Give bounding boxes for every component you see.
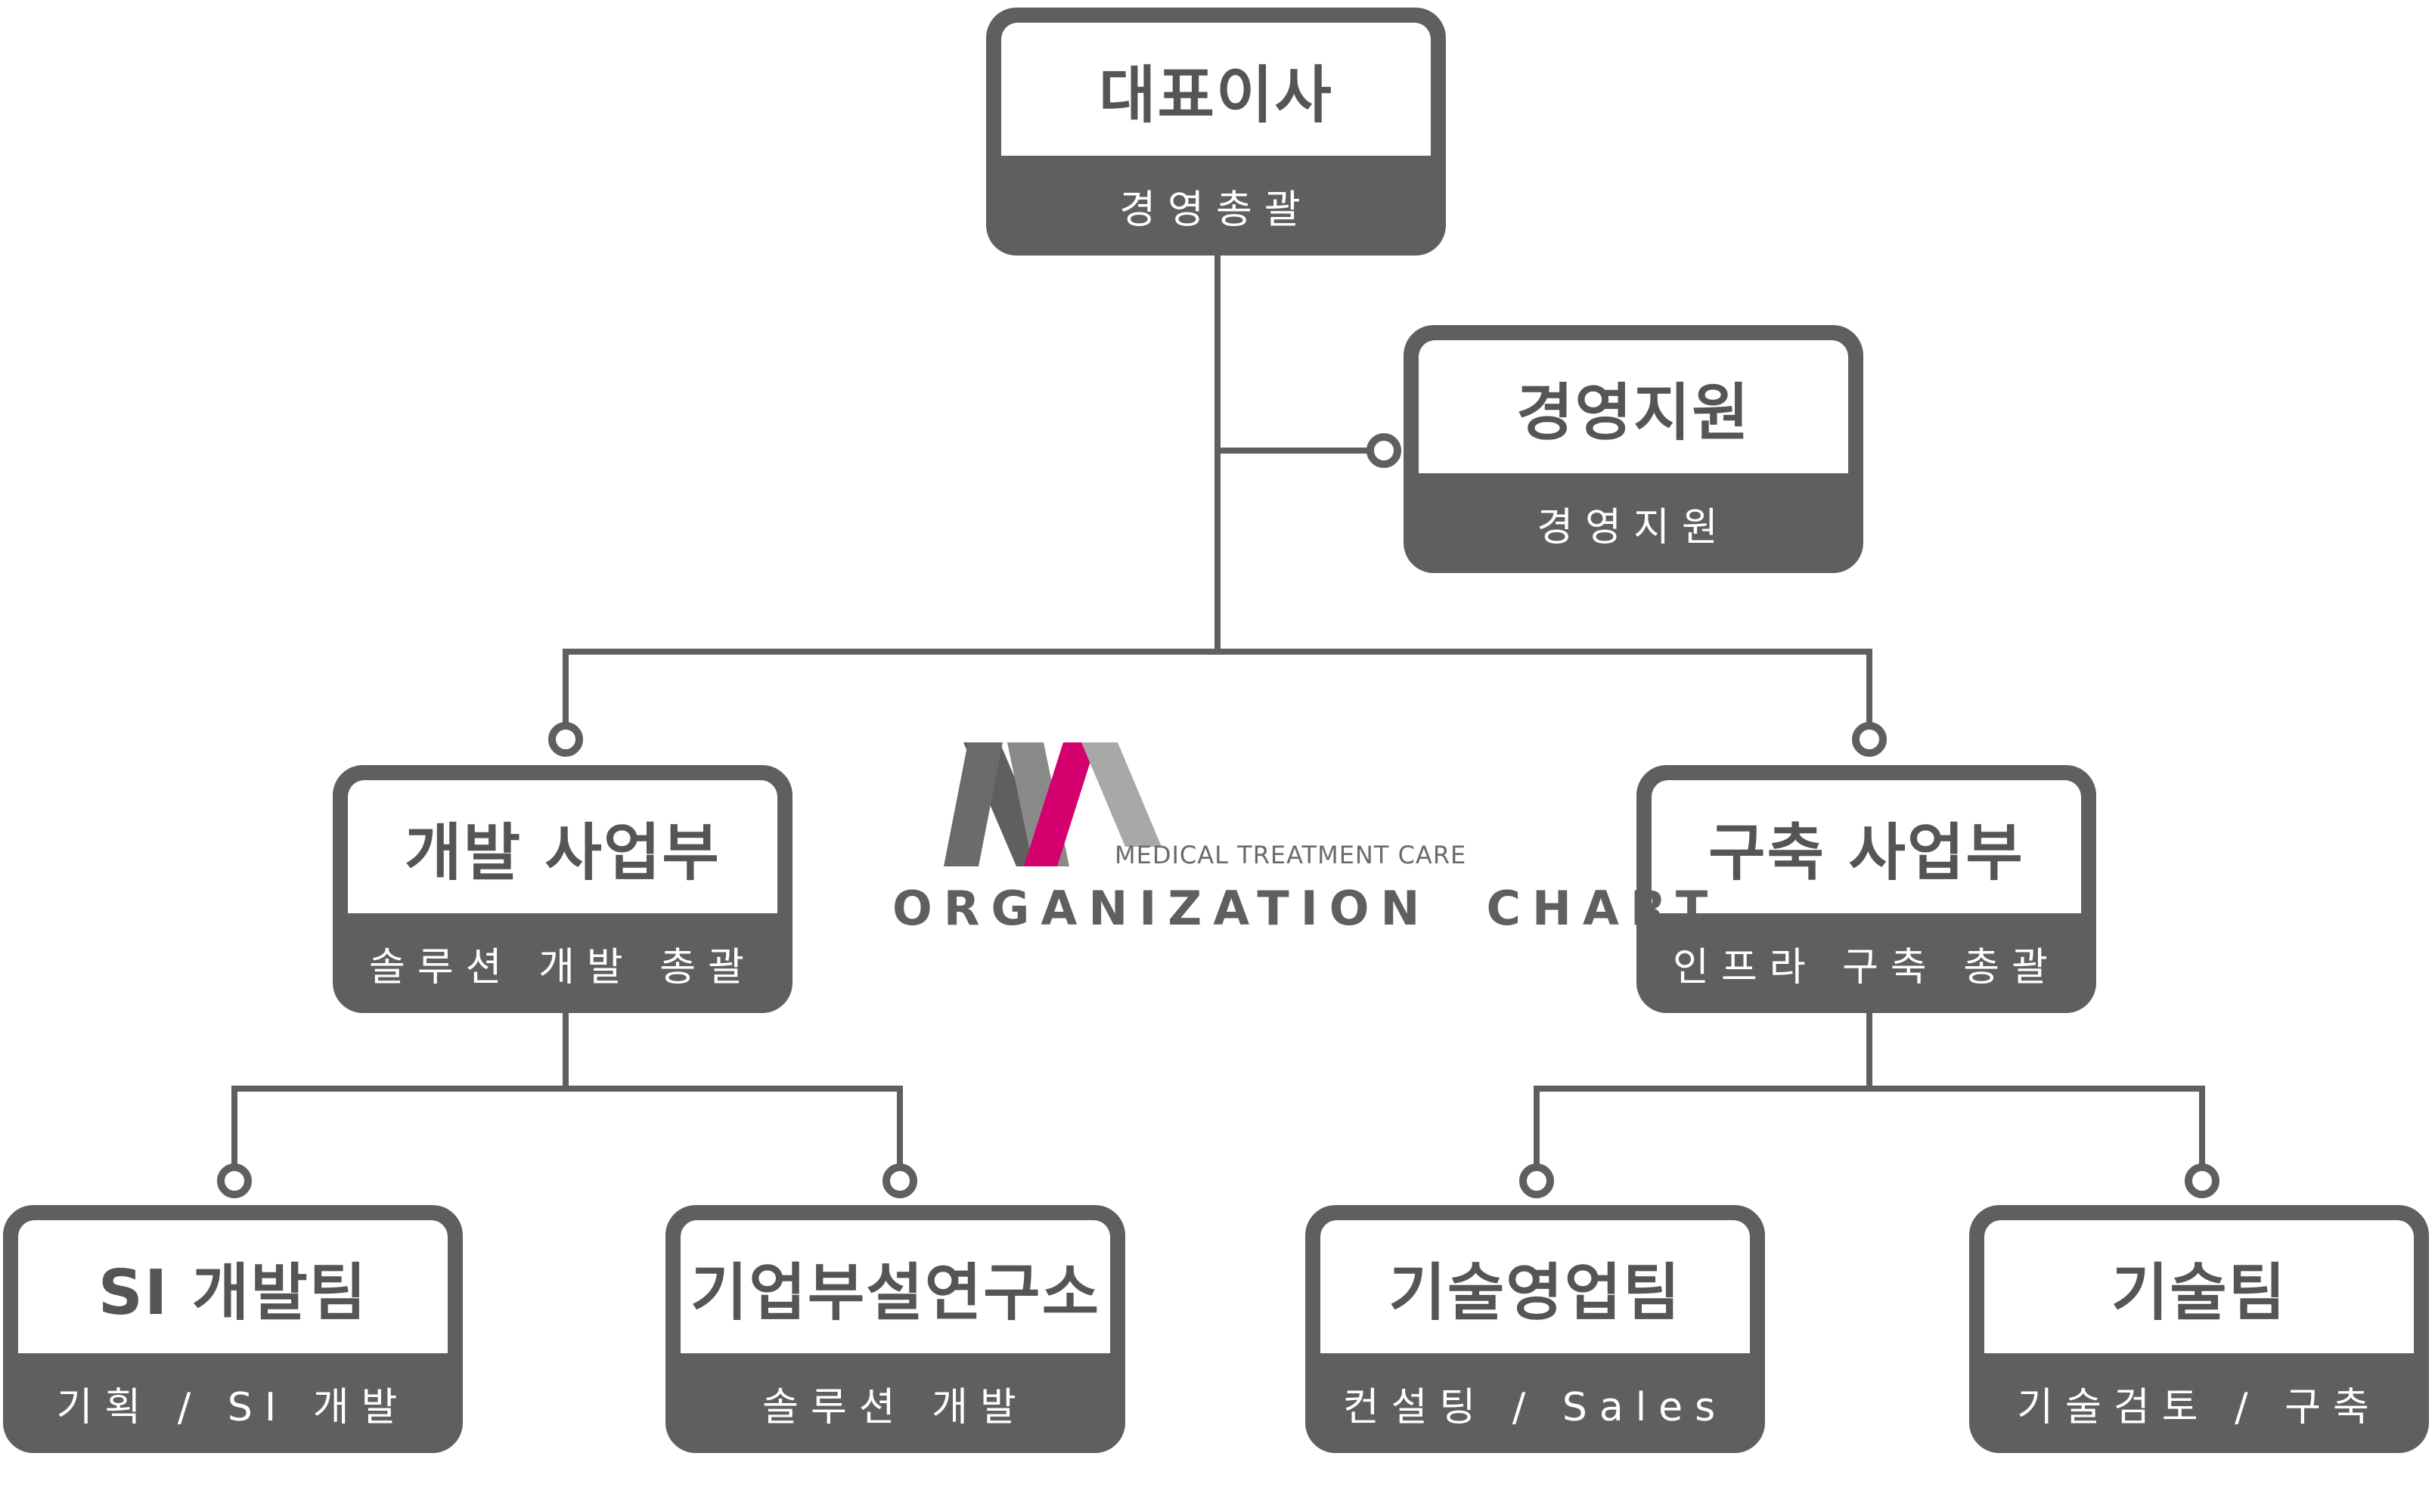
logo-accent-stroke [1024,742,1097,866]
node-research-lab-header: 기업부설연구소 [681,1220,1110,1353]
dev-connector-dot [548,722,583,757]
logo-left-leg [944,742,1003,866]
node-build-division-subtitle: 인프라 구축 총괄 [1673,944,2060,990]
division-bar-line [563,649,1872,742]
node-ceo: 대표이사 경영총괄 [986,8,1446,256]
node-si-team-subtitle: 기획 / SI 개발 [56,1384,410,1430]
node-tech-team-subtitle: 기술검토 / 구축 [2017,1384,2381,1430]
node-research-lab: 기업부설연구소 솔루션 개발 [665,1205,1125,1453]
node-si-team-header: SI 개발팀 [18,1220,448,1353]
node-ceo-header: 대표이사 [1001,23,1431,156]
node-sales-team-header: 기술영업팀 [1320,1220,1750,1353]
support-connector-dot [1366,433,1401,468]
node-tech-team: 기술팀 기술검토 / 구축 [1969,1205,2429,1453]
node-build-division: 구축 사업부 인프라 구축 총괄 [1636,765,2096,1013]
node-sales-team-subtitle: 컨설팅 / Sales [1342,1384,1728,1430]
node-research-lab-subtitle: 솔루션 개발 [762,1384,1028,1430]
node-tech-team-title: 기술팀 [2111,1256,2288,1329]
chart-title: ORGANIZATION CHART [892,881,1720,936]
node-build-division-title: 구축 사업부 [1708,816,2024,889]
dev-teams-line [231,1086,903,1179]
node-dev-division: 개발 사업부 솔루션 개발 총괄 [333,765,793,1013]
node-si-team-title: SI 개발팀 [98,1256,368,1329]
company-logo-mark [944,742,1162,866]
node-build-division-header: 구축 사업부 [1652,780,2081,913]
node-tech-team-header: 기술팀 [1984,1220,2414,1353]
node-sales-team-title: 기술영업팀 [1388,1256,1682,1329]
node-support-subtitle: 경영지원 [1537,504,1730,550]
si-connector-dot [217,1163,252,1198]
logo-light-stroke [1081,742,1162,847]
node-ceo-title: 대표이사 [1099,59,1333,132]
node-dev-division-header: 개발 사업부 [348,780,777,913]
node-sales-team: 기술영업팀 컨설팅 / Sales [1305,1205,1765,1453]
node-dev-division-subtitle: 솔루션 개발 총괄 [369,944,756,990]
node-support-title: 경영지원 [1516,376,1751,449]
node-support-header: 경영지원 [1419,340,1848,473]
sales-connector-dot [1519,1163,1554,1198]
node-support: 경영지원 경영지원 [1404,325,1863,573]
node-si-team: SI 개발팀 기획 / SI 개발 [3,1205,463,1453]
lab-connector-dot [882,1163,917,1198]
node-dev-division-title: 개발 사업부 [405,816,721,889]
build-connector-dot [1852,722,1887,757]
logo-tagline: MEDICAL TREATMENT CARE [1115,841,1467,869]
node-research-lab-title: 기업부설연구소 [690,1256,1101,1329]
tech-connector-dot [2185,1163,2219,1198]
node-ceo-subtitle: 경영총괄 [1119,187,1313,233]
build-teams-line [1534,1086,2205,1179]
